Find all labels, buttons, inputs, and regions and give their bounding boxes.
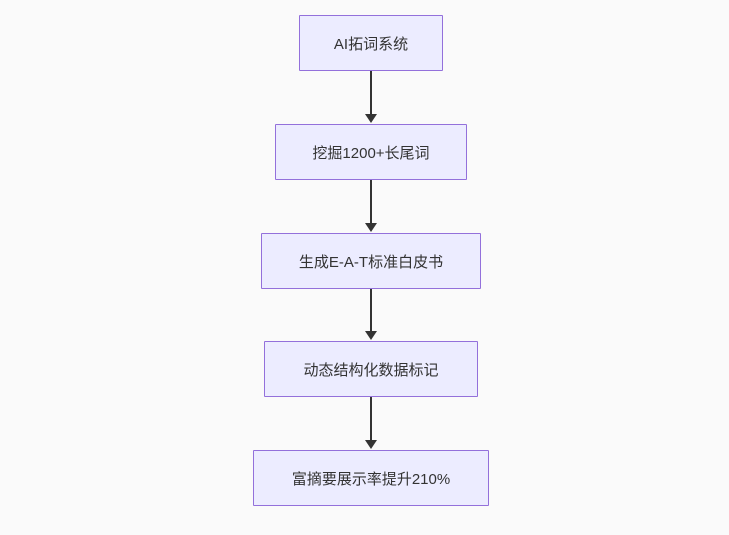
flow-edge-line xyxy=(370,180,372,224)
flow-node-label: 富摘要展示率提升210% xyxy=(291,470,451,488)
flow-node-ai-keyword-system: AI拓词系统 xyxy=(299,15,443,71)
flow-node-eat-whitepaper: 生成E-A-T标准白皮书 xyxy=(261,233,481,289)
flow-node-structured-data-markup: 动态结构化数据标记 xyxy=(264,341,478,397)
flow-node-label: AI拓词系统 xyxy=(333,35,409,53)
flow-node-label: 动态结构化数据标记 xyxy=(303,361,439,379)
arrow-down-icon xyxy=(365,440,377,449)
arrow-down-icon xyxy=(365,114,377,123)
flow-edge-line xyxy=(370,71,372,115)
flow-node-rich-snippet-result: 富摘要展示率提升210% xyxy=(253,450,489,506)
flow-node-longtail-mining: 挖掘1200+长尾词 xyxy=(275,124,467,180)
flow-node-label: 挖掘1200+长尾词 xyxy=(312,144,430,162)
arrow-down-icon xyxy=(365,223,377,232)
flow-edge-line xyxy=(370,397,372,441)
flow-edge-line xyxy=(370,289,372,332)
flow-node-label: 生成E-A-T标准白皮书 xyxy=(298,253,444,271)
arrow-down-icon xyxy=(365,331,377,340)
